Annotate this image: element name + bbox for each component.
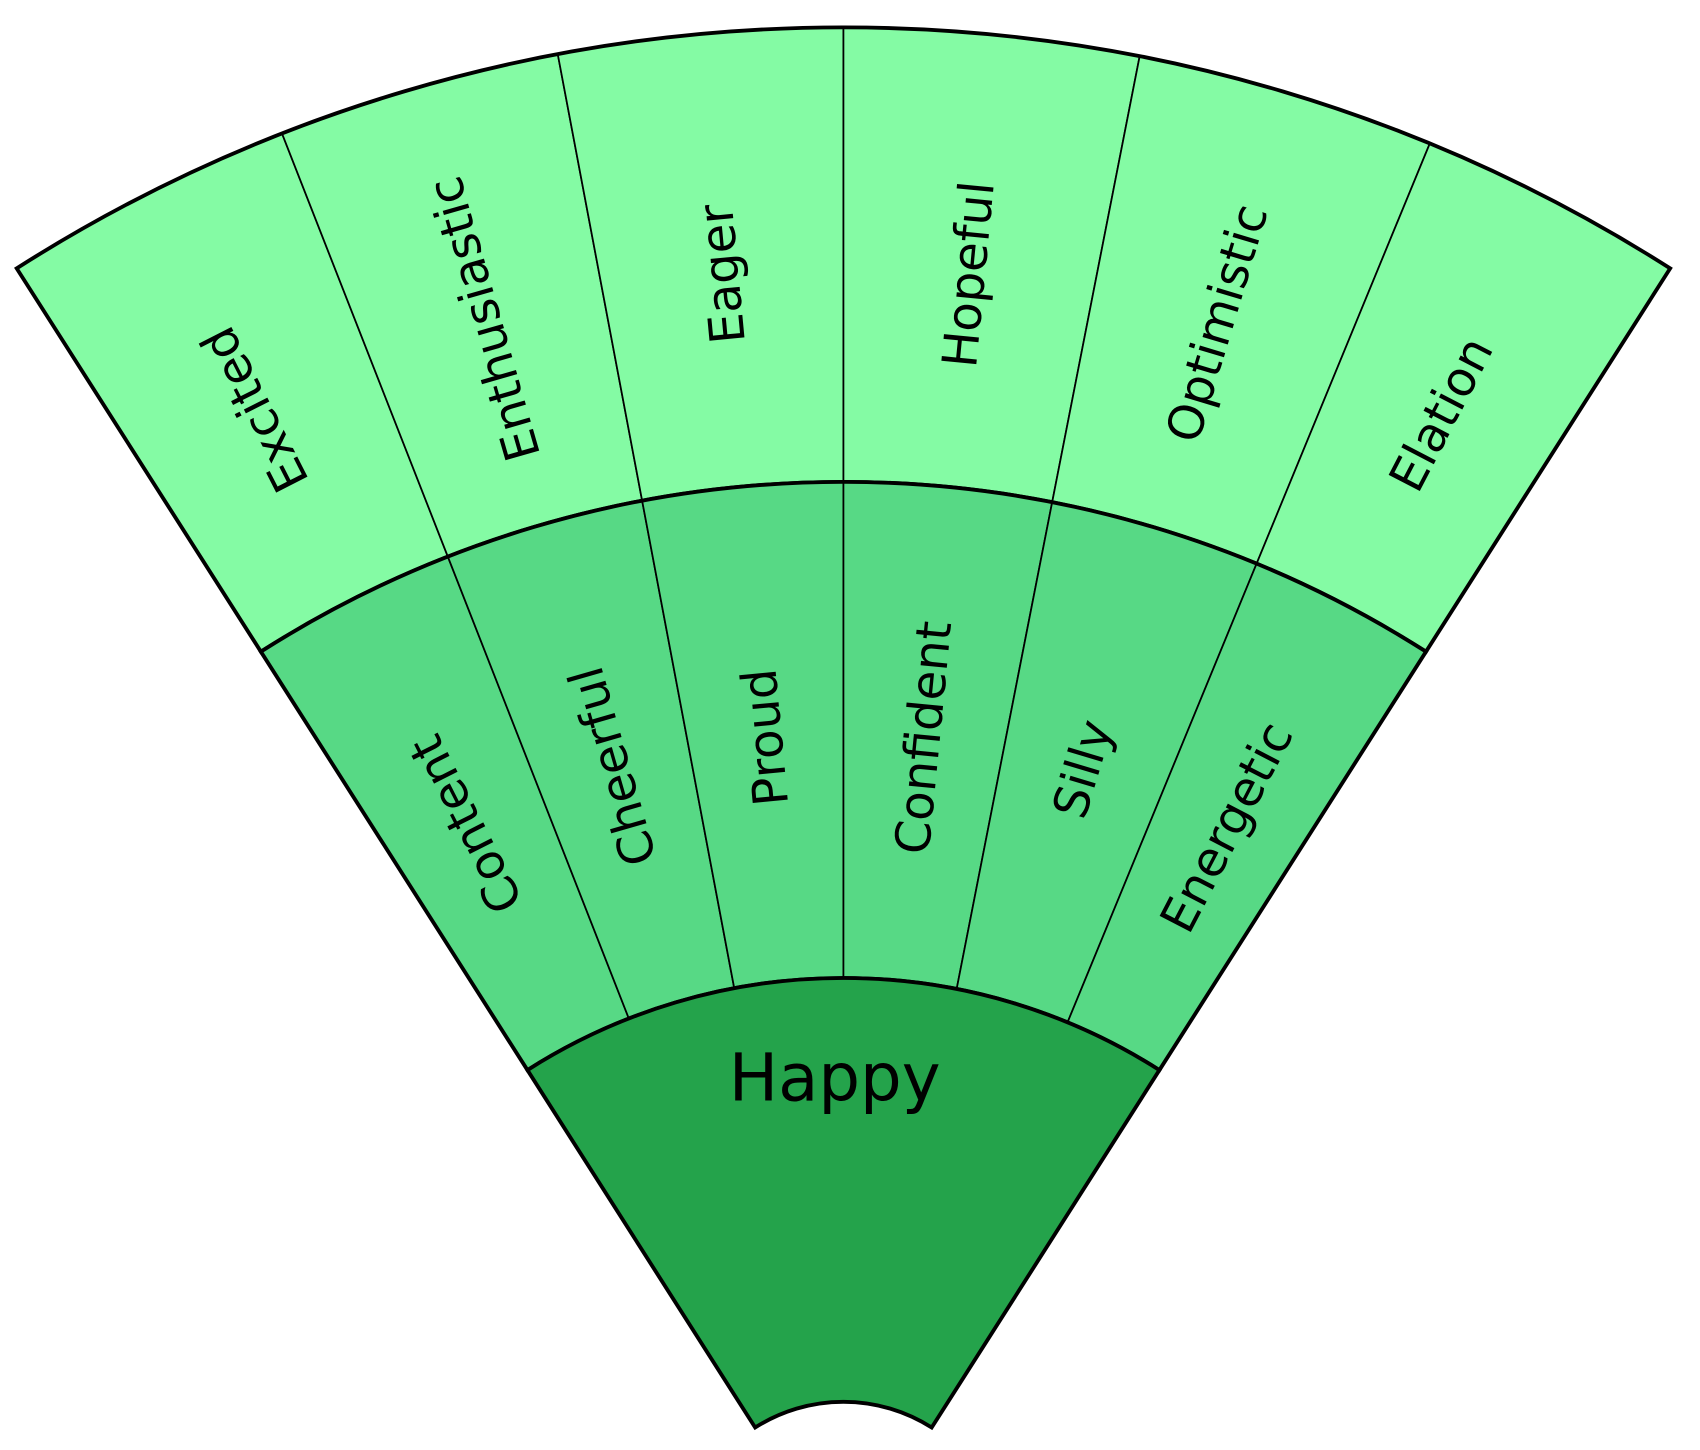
- core-emotion-segment: [524, 976, 1163, 1431]
- core-emotion-label: Happy: [729, 1041, 941, 1117]
- middle-emotion-label: Proud: [732, 666, 801, 808]
- outer-emotion-label: Eager: [688, 201, 757, 346]
